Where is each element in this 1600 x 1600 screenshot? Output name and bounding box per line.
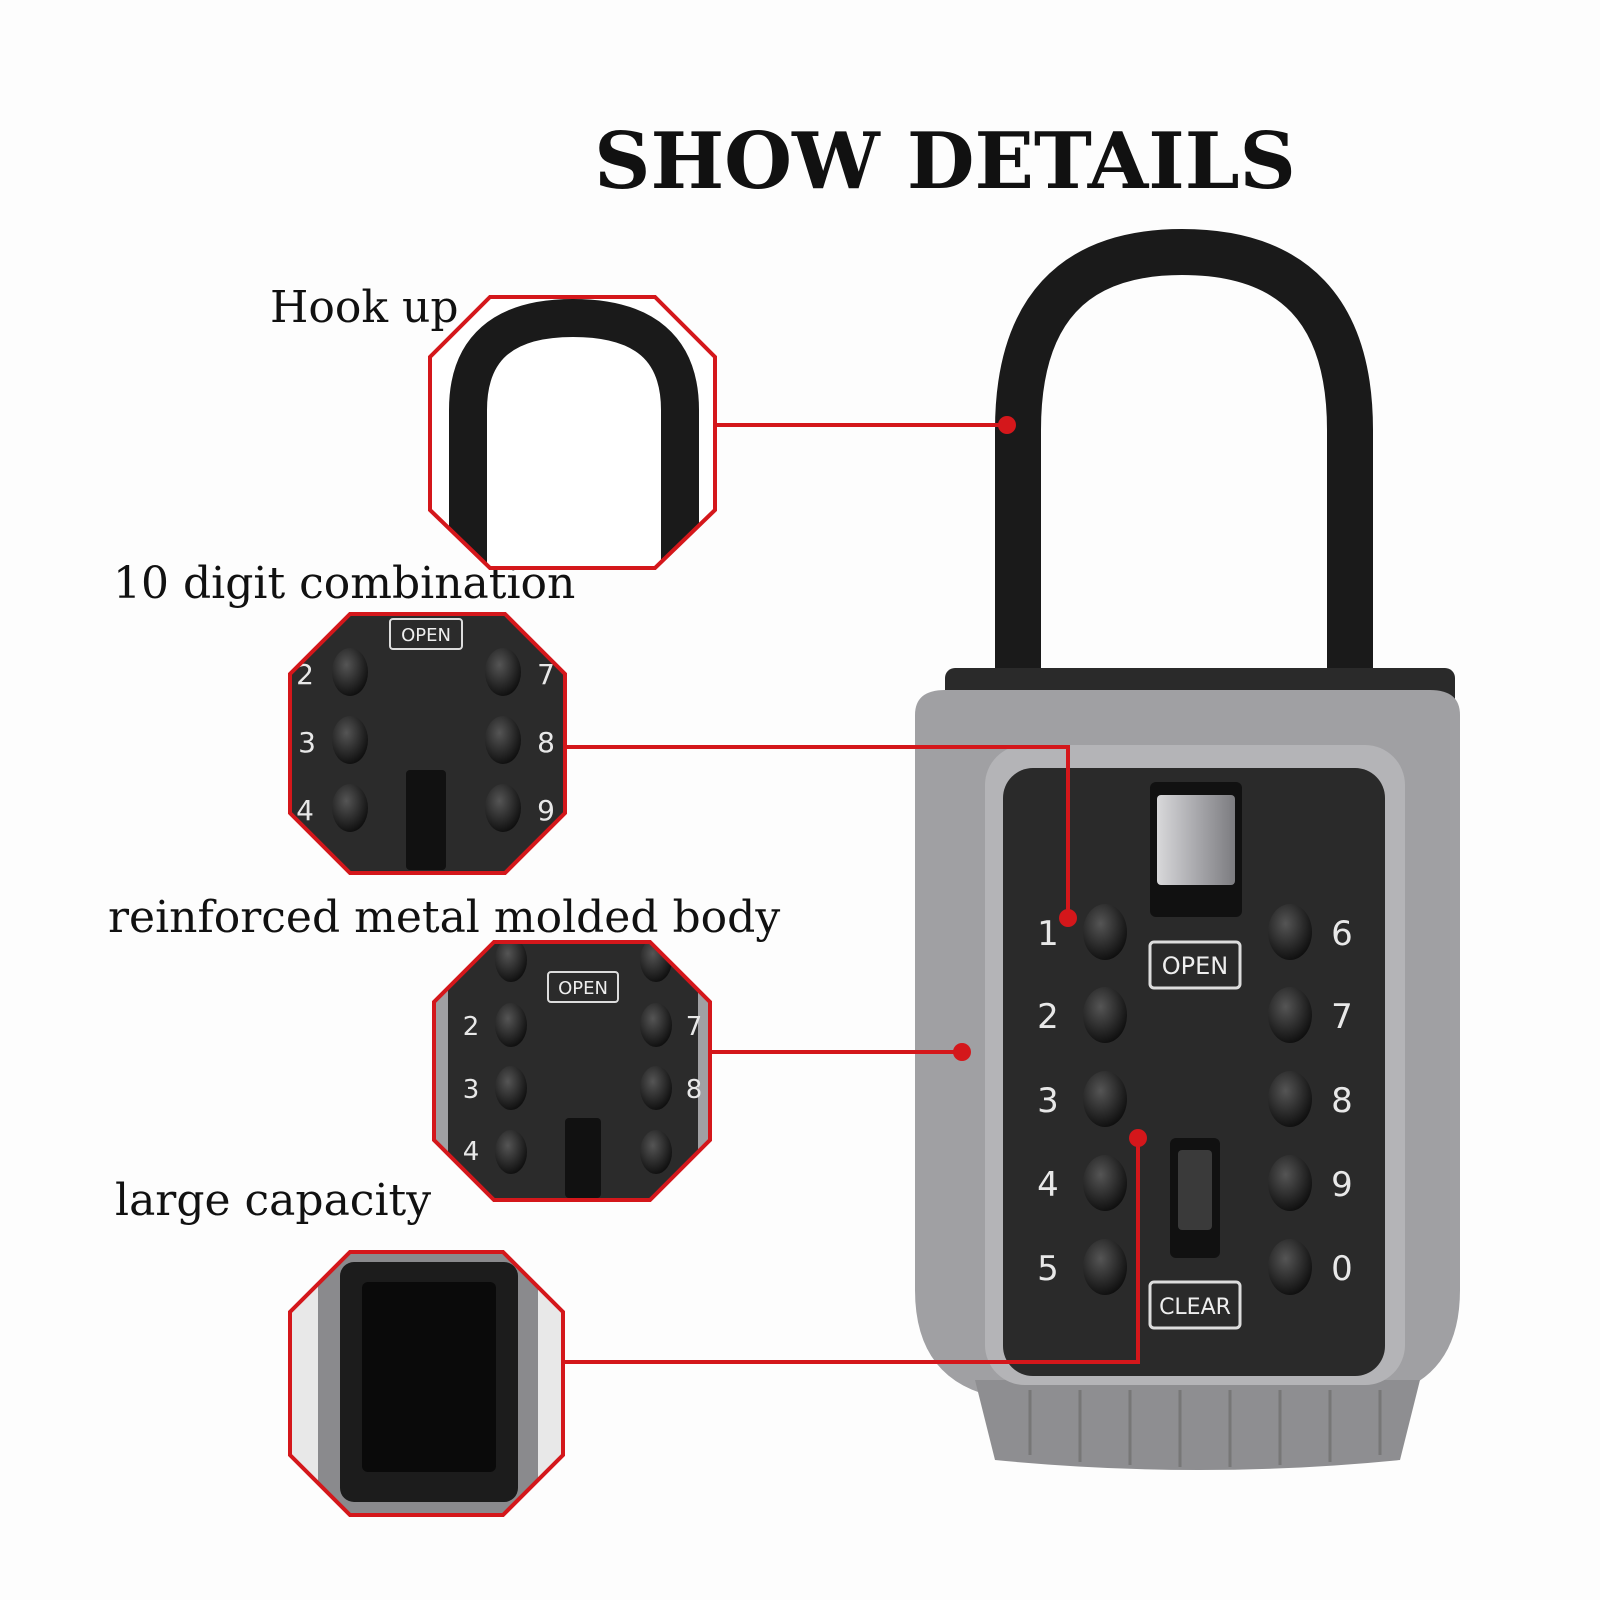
key-button[interactable] (1083, 987, 1127, 1043)
digit-label: 7 (1331, 997, 1353, 1037)
digit-label: 7 (537, 658, 555, 691)
detail-capacity (288, 1250, 565, 1517)
right-buttons (1268, 904, 1312, 1295)
open-latch (1157, 795, 1235, 885)
digit-label: 3 (463, 1075, 480, 1105)
open-label: OPEN (401, 625, 451, 646)
lockbox-main: OPEN CLEAR 1 2 3 4 5 6 7 8 9 (915, 228, 1460, 1470)
digit-label: 8 (537, 726, 555, 759)
open-label: OPEN (558, 978, 608, 999)
callout-label-body: reinforced metal molded body (108, 892, 780, 943)
key-button[interactable] (1083, 1071, 1127, 1127)
open-label: OPEN (1162, 952, 1228, 980)
left-buttons (1083, 904, 1127, 1295)
digit-label: 9 (537, 794, 555, 827)
leader-lines (563, 423, 1140, 1364)
digit-label: 0 (1331, 1249, 1353, 1289)
key-button[interactable] (1083, 1239, 1127, 1295)
key-button[interactable] (1268, 1239, 1312, 1295)
digit-label: 4 (1037, 1165, 1059, 1205)
digit-label: 8 (1331, 1081, 1353, 1121)
key-button[interactable] (1268, 1071, 1312, 1127)
key-button[interactable] (1268, 987, 1312, 1043)
key-button[interactable] (1083, 1155, 1127, 1211)
digit-label: 2 (1037, 997, 1059, 1037)
digit-label: 6 (1331, 914, 1353, 954)
digit-label: 4 (296, 794, 314, 827)
digit-label: 3 (298, 726, 316, 759)
callout-label-hook: Hook up (270, 282, 459, 333)
digit-label: 9 (1331, 1165, 1353, 1205)
key-button[interactable] (1083, 904, 1127, 960)
detail-hook (428, 295, 717, 570)
shackle (995, 228, 1373, 680)
digit-label: 8 (686, 1075, 703, 1105)
detail-body: OPEN 2 3 4 7 8 (432, 940, 712, 1202)
detail-keypad: OPEN 2 3 4 7 8 9 (288, 612, 567, 875)
key-button[interactable] (1268, 904, 1312, 960)
page-title: SHOW DETAILS (594, 116, 1296, 207)
clear-slider (1178, 1150, 1212, 1230)
digit-label: 3 (1037, 1081, 1059, 1121)
digit-label: 7 (686, 1012, 703, 1042)
digit-label: 2 (463, 1012, 480, 1042)
digit-label: 1 (1037, 914, 1059, 954)
clear-label: CLEAR (1159, 1295, 1231, 1320)
digit-label: 5 (1037, 1249, 1059, 1289)
leader-dots (953, 416, 1147, 1147)
lock-collar (975, 1380, 1420, 1470)
digit-label: 4 (463, 1137, 480, 1167)
callout-label-capacity: large capacity (115, 1175, 431, 1226)
key-button[interactable] (1268, 1155, 1312, 1211)
